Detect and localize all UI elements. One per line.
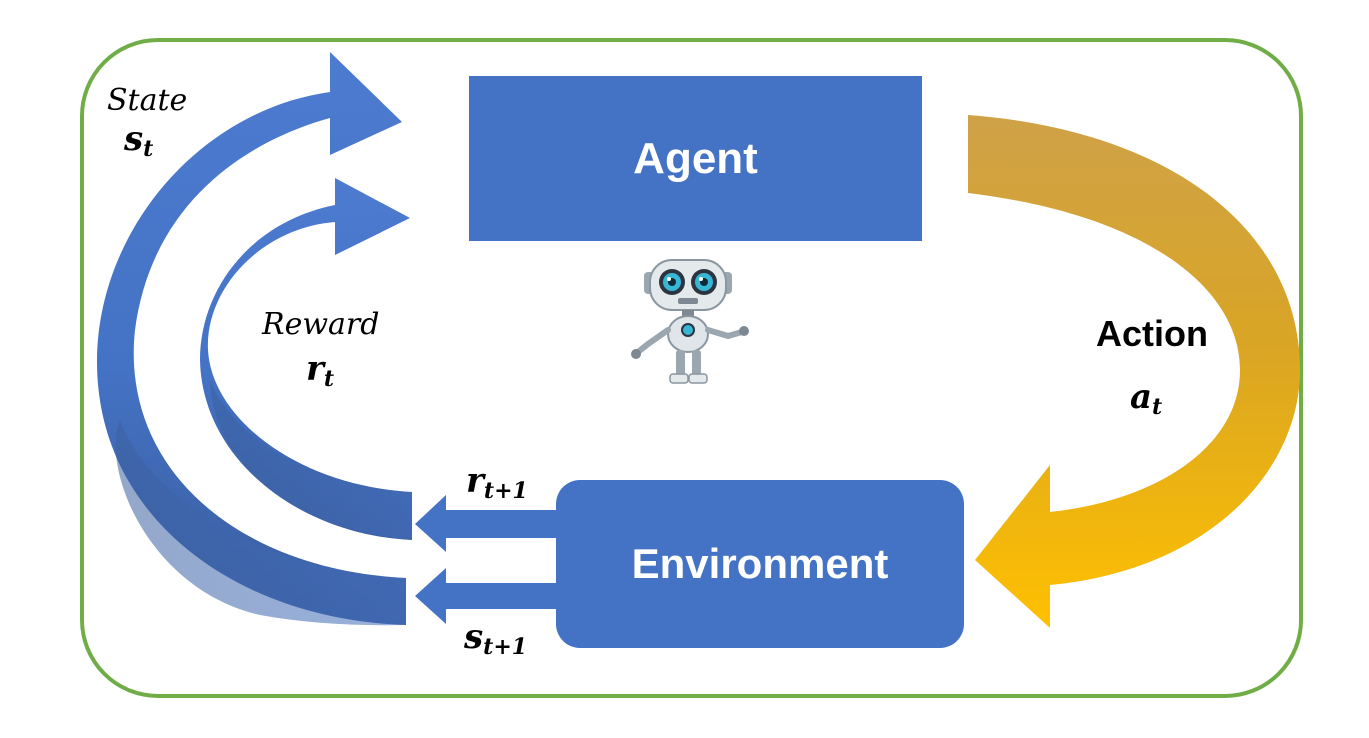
state-arrow-shade: [115, 420, 406, 626]
state-arrow: [96, 52, 407, 625]
robot-icon: [631, 259, 749, 384]
state-label: State: [107, 83, 188, 118]
state-symbol-main: s: [124, 119, 144, 159]
next-reward-symbol-main: r: [466, 461, 484, 501]
diagram-frame: [80, 38, 1303, 698]
action-arrow: [968, 115, 1300, 628]
agent-label: Agent: [633, 133, 758, 183]
next-reward-arrow: [415, 495, 556, 552]
next-state-symbol-sub: t+1: [483, 634, 528, 660]
state-symbol-sub: t: [143, 136, 154, 162]
reward-symbol-main: r: [306, 349, 324, 389]
reward-symbol-sub: t: [323, 366, 335, 392]
next-state-arrow: [415, 568, 556, 624]
environment-label: Environment: [631, 540, 889, 587]
next-reward-symbol-sub: t+1: [483, 478, 528, 504]
action-symbol: at: [1130, 380, 1162, 418]
action-symbol-main: a: [1130, 377, 1153, 417]
environment-box: Environment: [556, 480, 964, 648]
reward-label: Reward: [262, 307, 380, 342]
reward-symbol: rt: [306, 352, 334, 390]
action-symbol-sub: t: [1152, 394, 1163, 420]
agent-box: Agent: [469, 76, 922, 241]
action-label: Action: [1096, 313, 1208, 354]
next-reward-symbol: rt+1: [466, 464, 528, 502]
next-state-symbol: st+1: [464, 620, 527, 658]
state-symbol: st: [124, 122, 153, 160]
next-state-symbol-main: s: [464, 617, 484, 657]
reward-arrow-shade: [210, 380, 412, 540]
